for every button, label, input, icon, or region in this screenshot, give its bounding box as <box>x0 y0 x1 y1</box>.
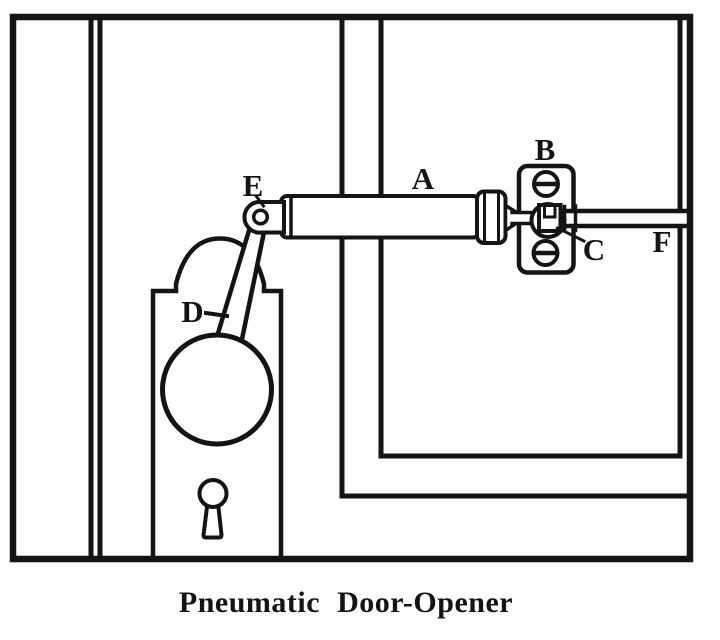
keyhole <box>197 478 229 540</box>
clevis-pivot <box>242 199 286 235</box>
keyhole-circle <box>197 478 229 509</box>
rod-label: F <box>653 224 672 259</box>
pivot-label: E <box>243 168 264 203</box>
door-knob <box>160 332 274 447</box>
rod-coupling <box>529 202 567 239</box>
connecting-link-left-edge <box>213 227 252 343</box>
pivot-label-leader <box>254 194 266 209</box>
door-edge-lines <box>88 17 103 559</box>
figure-border <box>9 13 694 563</box>
link-label: D <box>181 294 203 329</box>
link-label-leader <box>203 310 230 319</box>
pivot-pin-hole <box>251 208 270 226</box>
cylinder-label: A <box>412 161 435 196</box>
bracket-label: B <box>535 132 556 167</box>
connecting-link-right-edge <box>237 231 267 350</box>
coupling-nut-cap <box>543 203 557 219</box>
pneumatic-cylinder <box>279 189 518 245</box>
cylinder-gland <box>475 189 508 245</box>
keyhole-stem <box>201 500 224 540</box>
cylinder-body <box>279 194 481 240</box>
operating-rod-body <box>541 209 689 228</box>
figure-caption: Pneumatic Door-Opener <box>179 586 513 619</box>
coupling-label: C <box>583 232 605 267</box>
panel-molding-outer <box>339 17 690 499</box>
coupling-label-leader <box>555 225 587 244</box>
